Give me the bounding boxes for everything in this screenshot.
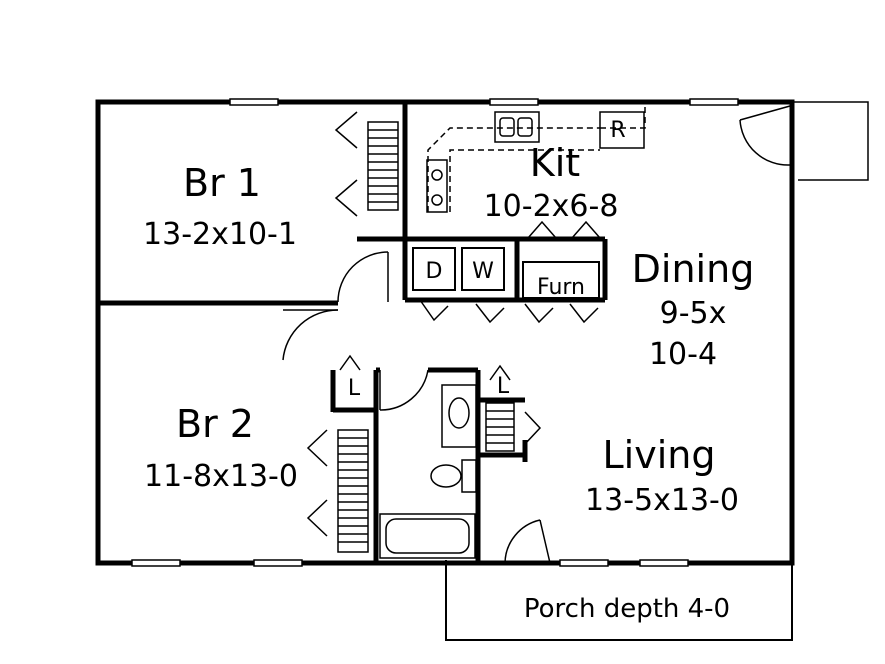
range-icon [426,159,448,213]
br2-dims: 11-8x13-0 [144,459,298,494]
windows [131,98,739,567]
utility-labels: D W Furn R L L [348,118,626,401]
porch-label: Porch depth 4-0 [524,594,730,624]
refrigerator-icon [599,111,645,149]
bifold-doors [306,111,601,537]
vanity-icon [441,384,477,448]
living-name: Living [603,433,716,477]
exterior-wall [95,99,795,566]
dryer-label: D [426,259,443,284]
room-labels: Br 1 13-2x10-1 Br 2 11-8x13-0 Kit 10-2x6… [143,141,754,518]
br1-dims: 13-2x10-1 [143,217,297,252]
dining-dims-line2: 10-4 [649,337,717,372]
refrigerator-label: R [610,118,625,143]
sink-icon [494,111,540,143]
kitchen-fixtures [426,111,645,213]
washer-icon [461,247,505,291]
kitchen-counters [427,106,646,212]
toilet-tank-icon [461,459,477,493]
porch [445,560,793,641]
closet-shelving [337,121,515,553]
living-dims: 13-5x13-0 [585,483,739,518]
bath-fixtures [379,384,477,559]
washer-label: W [472,259,494,284]
dryer-icon [412,247,456,291]
side-stoop [792,101,869,181]
bathtub-icon [379,513,476,559]
furnace-label: Furn [537,275,585,300]
toilet-bowl-icon [430,464,462,488]
kit-name: Kit [530,141,580,185]
br2-name: Br 2 [176,402,254,446]
interior-walls [98,102,608,563]
furnace-box [522,261,600,299]
lavatory-icon [448,397,470,429]
laundry-appliances [412,247,505,291]
swing-doors [282,105,791,564]
linen-right-label: L [497,374,510,399]
linen-left-label: L [348,376,361,401]
br1-name: Br 1 [183,161,261,205]
dining-dims-line1: 9-5x [660,296,727,331]
dining-name: Dining [632,247,755,291]
kit-dims: 10-2x6-8 [484,189,619,224]
